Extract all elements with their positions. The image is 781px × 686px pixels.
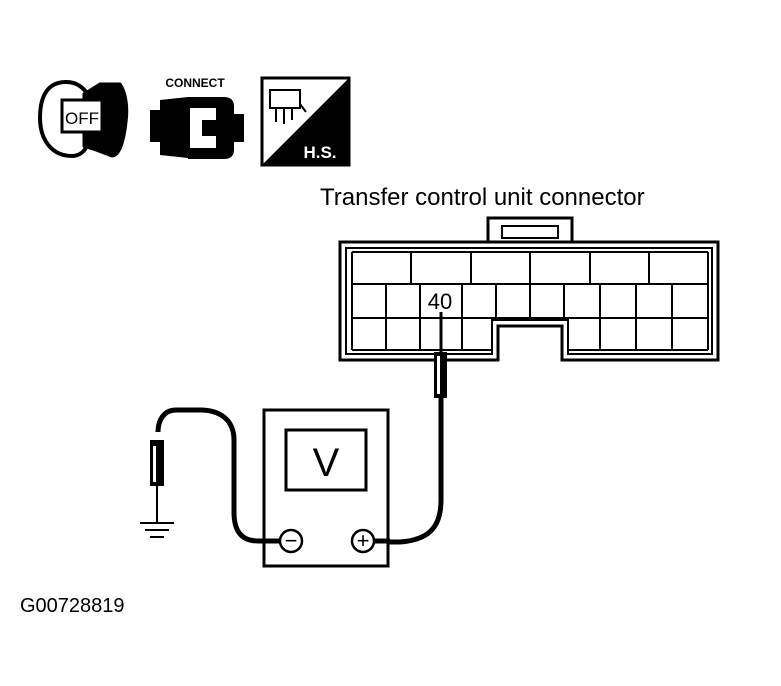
positive-terminal-symbol: + [357,528,370,553]
ignition-key-off-icon: OFF [37,79,129,159]
ground-icon [140,522,174,538]
connector-face [338,216,720,362]
positive-probe [380,312,447,545]
terminal-40-label: 40 [428,289,452,314]
voltmeter: V − + [262,408,390,568]
ignition-off-label: OFF [65,109,99,128]
hs-label: H.S. [303,143,336,162]
harness-side-icon: H.S. [260,76,351,167]
connector-connect-icon: CONNECT [150,76,244,159]
negative-probe [150,407,280,544]
connect-label: CONNECT [165,76,225,90]
voltmeter-display: V [313,441,340,485]
connector-title: Transfer control unit connector [320,184,645,211]
negative-terminal-symbol: − [285,528,298,553]
figure-id: G00728819 [20,595,125,617]
